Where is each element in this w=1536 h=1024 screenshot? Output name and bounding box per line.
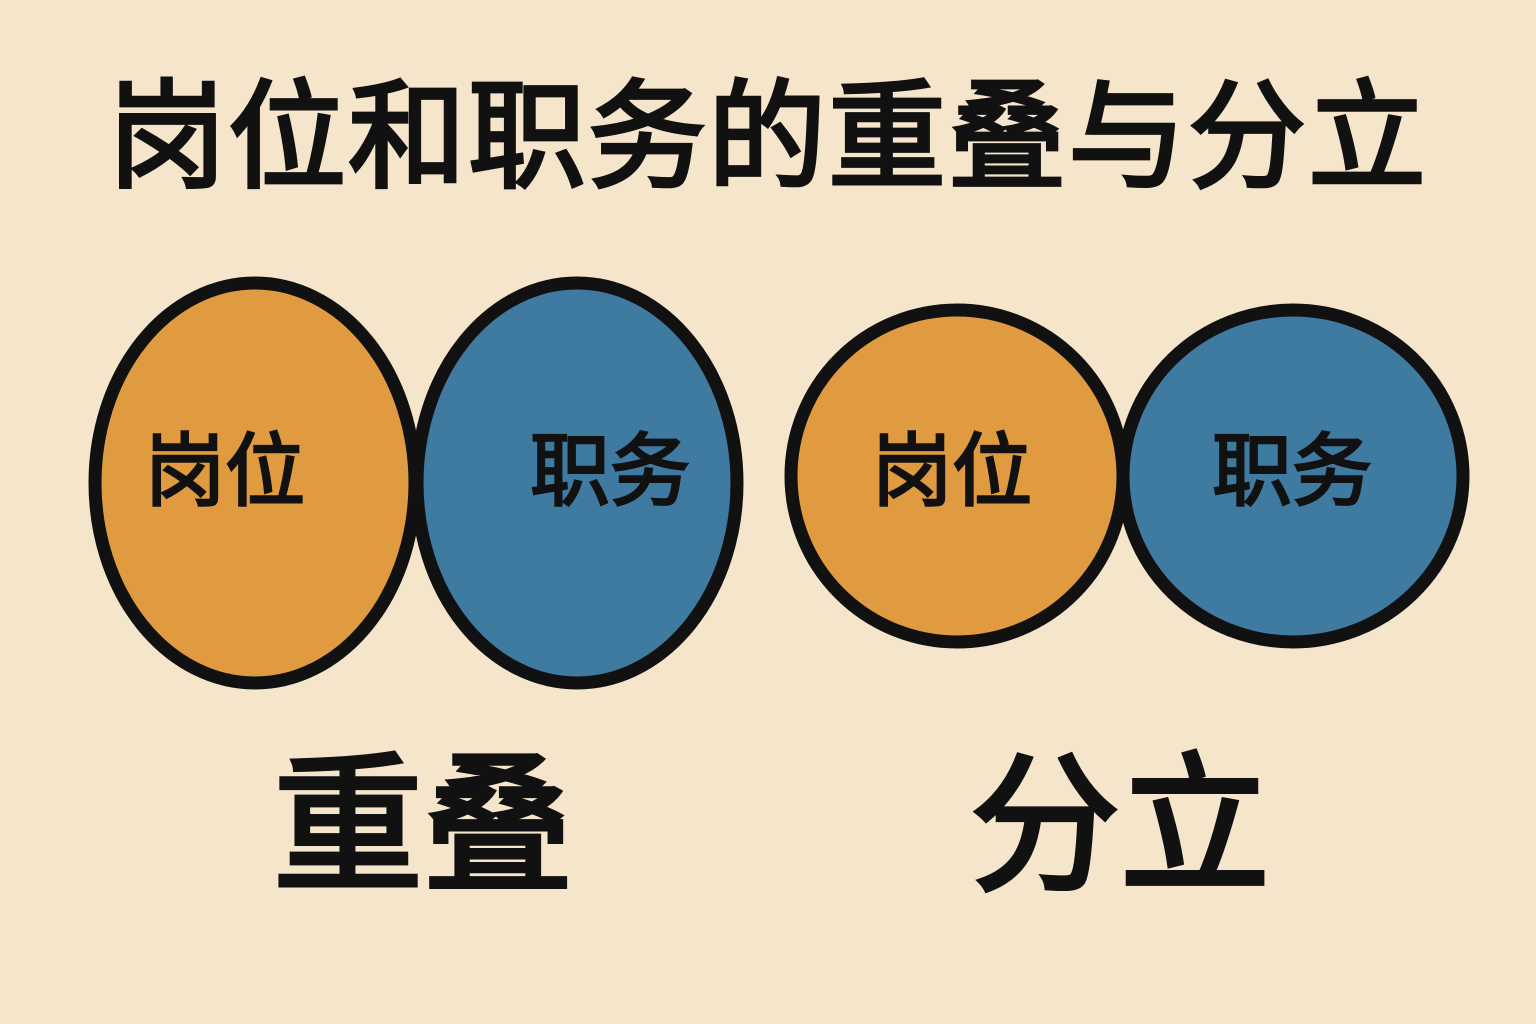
- overlap-left-label: 岗位: [145, 425, 305, 518]
- overlap-right-label: 职务: [530, 425, 690, 518]
- page-title: 岗位和职务的重叠与分立: [107, 68, 1428, 206]
- overlap-diagram: [88, 276, 744, 690]
- overlap-caption: 重叠: [272, 740, 573, 914]
- separate-diagram: [784, 303, 1470, 649]
- duty-circle: [417, 283, 737, 683]
- separate-right-label: 职务: [1212, 425, 1372, 518]
- position-circle: [95, 283, 415, 683]
- separate-caption: 分立: [969, 740, 1270, 914]
- separate-left-label: 岗位: [872, 425, 1032, 518]
- duty-circle: [1116, 303, 1470, 649]
